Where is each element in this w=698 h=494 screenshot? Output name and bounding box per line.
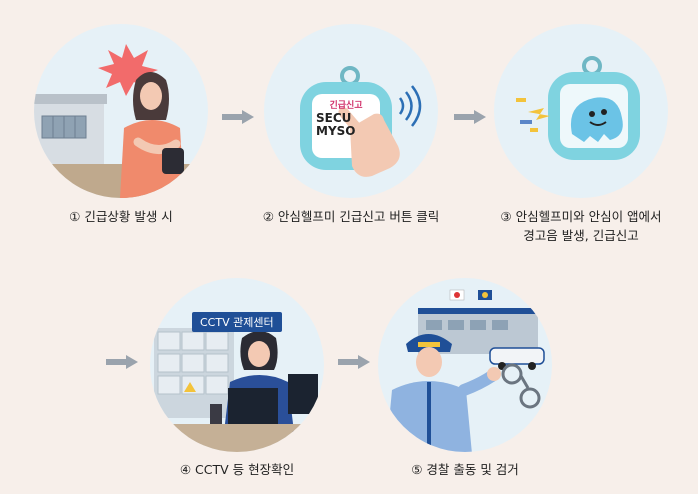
step-3-caption: ③ 안심헬프미와 안심이 앱에서 경고음 발생, 긴급신고 [476, 207, 686, 245]
cctv-control-center-label: CCTV 관제센터 [192, 312, 282, 332]
step-1-illustration [34, 24, 208, 198]
sound-wave-icon [398, 85, 422, 127]
arrow-right-icon [454, 110, 486, 124]
step-2-caption: ② 안심헬프미 긴급신고 버튼 클릭 [262, 209, 440, 224]
step-1-caption: ① 긴급상황 발생 시 [69, 209, 173, 224]
arrow-right-icon [106, 355, 138, 369]
arrow-right-icon [338, 355, 370, 369]
police-badge-icon [478, 290, 492, 300]
arrow-right-icon [222, 110, 254, 124]
step-2-illustration: 긴급신고 SECU MYSO [264, 24, 438, 198]
step-3-caption-line2: 경고음 발생, 긴급신고 [523, 228, 639, 243]
step-3-illustration [494, 24, 668, 198]
step-4-caption: ④ CCTV 등 현장확인 [179, 462, 295, 477]
step-5-illustration [378, 278, 552, 452]
step-5-caption: ⑤ 경찰 출동 및 검거 [411, 462, 519, 477]
step-3-caption-line1: ③ 안심헬프미와 안심이 앱에서 [500, 209, 662, 224]
korean-flag-icon [449, 289, 465, 301]
device-screen-logo: SECU MYSO [316, 111, 356, 138]
handcuffs-icon [501, 363, 541, 409]
step-4-illustration: CCTV 관제센터 [150, 278, 324, 452]
device-screen-top-text: 긴급신고 [329, 101, 363, 111]
